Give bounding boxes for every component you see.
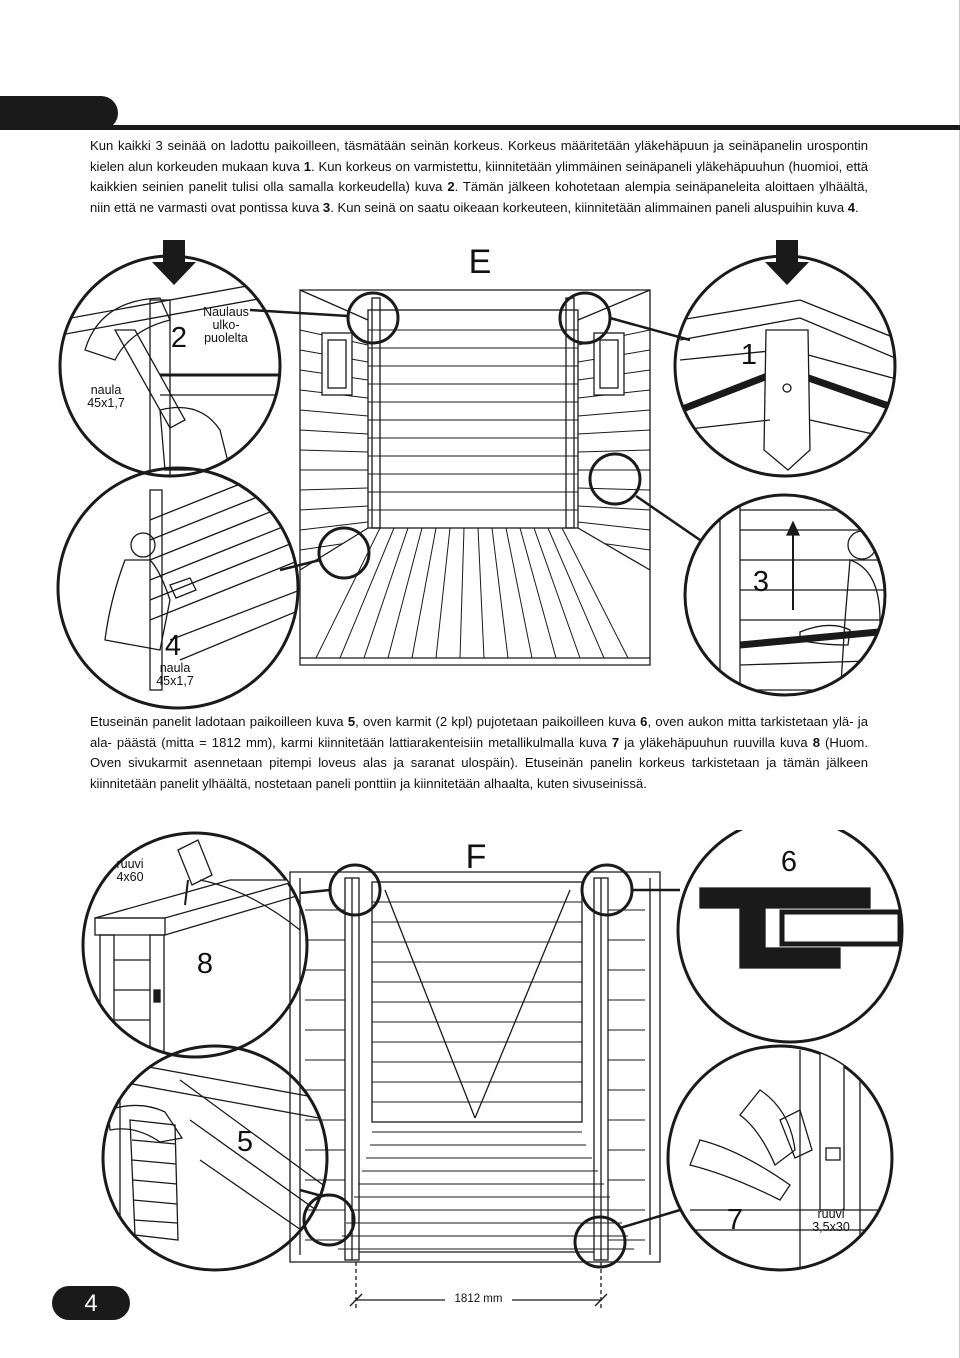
figure-e-title: E — [468, 243, 492, 281]
detail-4-nail-label: naula — [159, 661, 191, 675]
detail-7-screw-label: ruuvi — [817, 1207, 845, 1221]
detail-2-note-line3: puolelta — [204, 331, 248, 345]
instruction-paragraph-2: Etuseinän panelit ladotaan paikoilleen k… — [90, 714, 868, 792]
detail-4-nail-spec: naula 45x1,7 — [152, 662, 198, 688]
header-bar — [0, 96, 960, 130]
detail-7-screw-size: 3,5x30 — [812, 1220, 850, 1234]
detail-2-note-line1: Naulaus — [203, 305, 249, 319]
detail-2-note: Naulaus ulko- puolelta — [196, 306, 256, 345]
door-opening-dimension: 1812 mm — [454, 1293, 503, 1305]
detail-8-screw-label: ruuvi — [116, 857, 144, 871]
detail-8-screw-spec: ruuvi 4x60 — [110, 858, 150, 884]
detail-2-nail-label: naula — [90, 383, 122, 397]
figure-e-drawing — [56, 240, 897, 710]
detail-8-number: 8 — [196, 948, 214, 980]
instruction-paragraph-1: Kun kaikki 3 seinää on ladottu paikoille… — [90, 138, 869, 216]
detail-2-number: 2 — [170, 322, 188, 354]
detail-8-screw-size: 4x60 — [116, 870, 144, 884]
page-number: 4 — [52, 1286, 130, 1320]
detail-7-number: 7 — [726, 1204, 744, 1236]
detail-1-number: 1 — [740, 339, 758, 371]
figure-f-title: F — [465, 838, 487, 876]
detail-5-number: 5 — [236, 1126, 254, 1158]
figure-f-drawing — [81, 830, 904, 1310]
detail-7-screw-spec: ruuvi 3,5x30 — [808, 1208, 854, 1234]
detail-4-nail-size: 45x1,7 — [156, 674, 194, 688]
detail-2-nail-size: 45x1,7 — [87, 396, 125, 410]
detail-3-number: 3 — [752, 566, 770, 598]
detail-2-nail-spec: naula 45x1,7 — [84, 384, 128, 410]
detail-6-number: 6 — [780, 846, 798, 878]
detail-4-number: 4 — [164, 630, 182, 662]
detail-2-note-line2: ulko- — [212, 318, 240, 332]
